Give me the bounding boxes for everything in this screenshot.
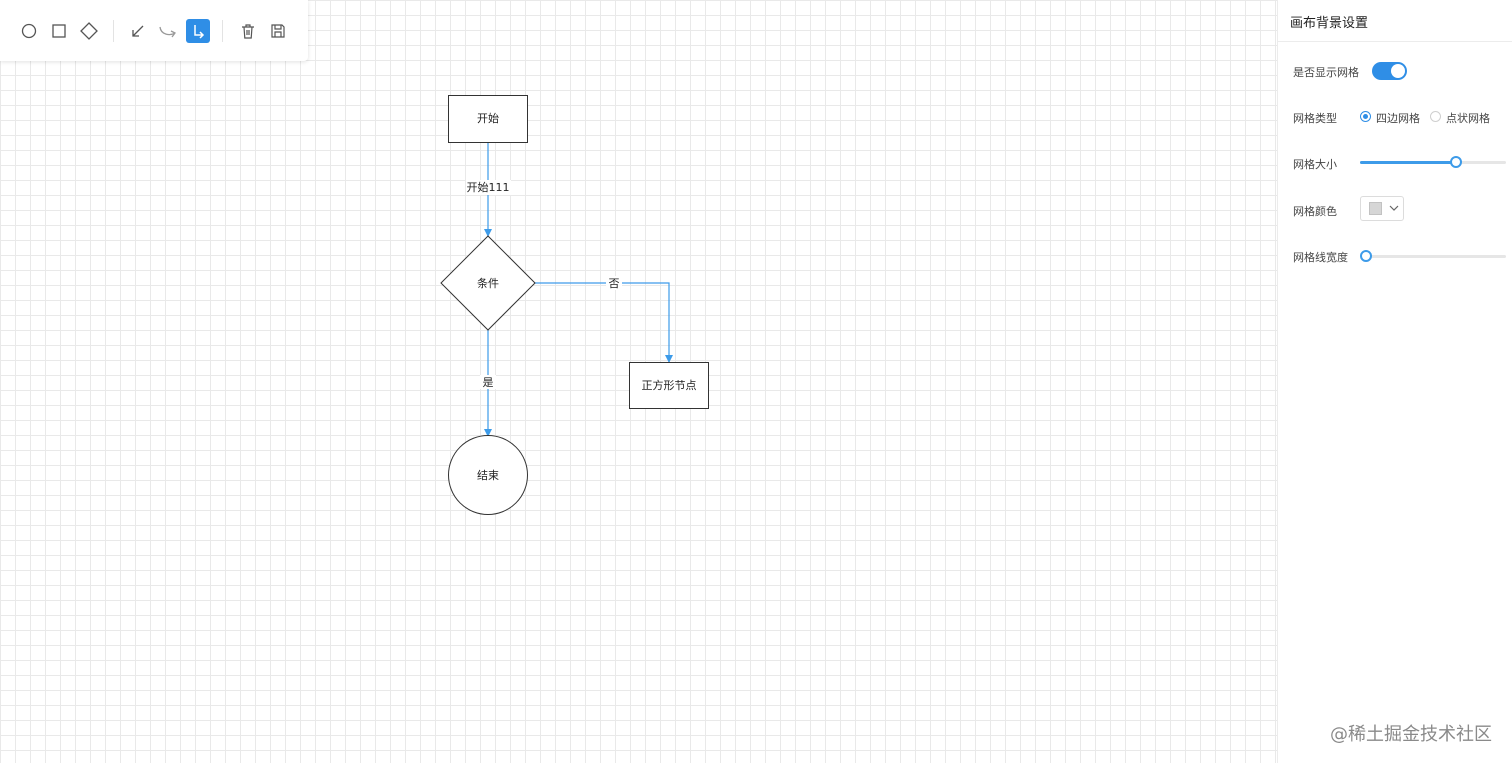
delete-button[interactable] [236, 19, 260, 43]
square-icon [52, 24, 66, 38]
edge-label-condition-to-square: 否 [609, 277, 620, 290]
toolbar-divider [222, 20, 223, 42]
curve-edge-icon [159, 26, 176, 38]
flow-diagram: 开始111 否 是 开始 条件 正方形节点 结束 [440, 95, 709, 515]
grid-line-width-label: 网格线宽度 [1293, 251, 1348, 264]
grid-color-picker[interactable] [1360, 196, 1404, 221]
watermark: @稀土掘金技术社区 [1330, 724, 1492, 745]
grid-size-slider-fill [1360, 161, 1456, 164]
grid-size-slider-thumb[interactable] [1450, 156, 1462, 168]
save-button[interactable] [266, 19, 290, 43]
edge-condition-to-square[interactable]: 否 [535, 276, 673, 363]
straight-edge-button[interactable] [126, 19, 150, 43]
node-start[interactable]: 开始 [448, 95, 528, 143]
edge-label-start-to-condition: 开始111 [467, 180, 510, 194]
save-icon [271, 24, 285, 38]
circle-tool-button[interactable] [17, 19, 41, 43]
curve-edge-button[interactable] [156, 19, 180, 43]
toggle-knob [1391, 64, 1405, 78]
node-end[interactable]: 结束 [448, 435, 528, 515]
grid-type-option-square[interactable]: 四边网格 [1376, 112, 1420, 125]
show-grid-label: 是否显示网格 [1293, 66, 1359, 79]
edge-start-to-condition[interactable]: 开始111 [466, 142, 511, 237]
diamond-icon [80, 22, 98, 40]
chevron-down-icon [1389, 205, 1399, 211]
grid-line-width-slider-thumb[interactable] [1360, 250, 1372, 262]
toolbar [0, 0, 308, 61]
canvas-settings-panel: 画布背景设置 是否显示网格 网格类型 四边网格 点状网格 网格大小 网格颜色 网… [1277, 0, 1512, 763]
grid-size-slider[interactable] [1360, 156, 1506, 168]
grid-line-width-slider[interactable] [1360, 250, 1506, 262]
edge-condition-to-end[interactable]: 是 [480, 330, 496, 437]
grid-color-swatch [1369, 202, 1382, 215]
panel-title: 画布背景设置 [1290, 16, 1369, 31]
node-square-label: 正方形节点 [642, 378, 697, 392]
node-condition-label: 条件 [477, 276, 499, 290]
circle-icon [21, 23, 37, 39]
grid-type-label: 网格类型 [1293, 112, 1337, 125]
diamond-tool-button[interactable] [77, 19, 101, 43]
grid-color-label: 网格颜色 [1293, 205, 1337, 218]
straight-edge-icon [132, 25, 144, 37]
panel-divider [1278, 41, 1512, 42]
grid-type-radio-dot[interactable] [1430, 111, 1441, 122]
edge-label-condition-to-end: 是 [483, 376, 494, 389]
polyline-edge-button[interactable] [186, 19, 210, 43]
show-grid-toggle[interactable] [1372, 62, 1407, 80]
node-square[interactable]: 正方形节点 [629, 362, 709, 409]
toolbar-divider [113, 20, 114, 42]
node-condition[interactable]: 条件 [440, 235, 536, 331]
grid-type-radio-square[interactable] [1360, 111, 1371, 122]
node-start-label: 开始 [477, 111, 499, 125]
trash-icon [242, 24, 254, 39]
grid-type-option-dot[interactable]: 点状网格 [1446, 112, 1490, 125]
rect-tool-button[interactable] [47, 19, 71, 43]
grid-size-label: 网格大小 [1293, 158, 1337, 171]
polyline-edge-icon [194, 25, 205, 39]
node-end-label: 结束 [477, 469, 499, 482]
